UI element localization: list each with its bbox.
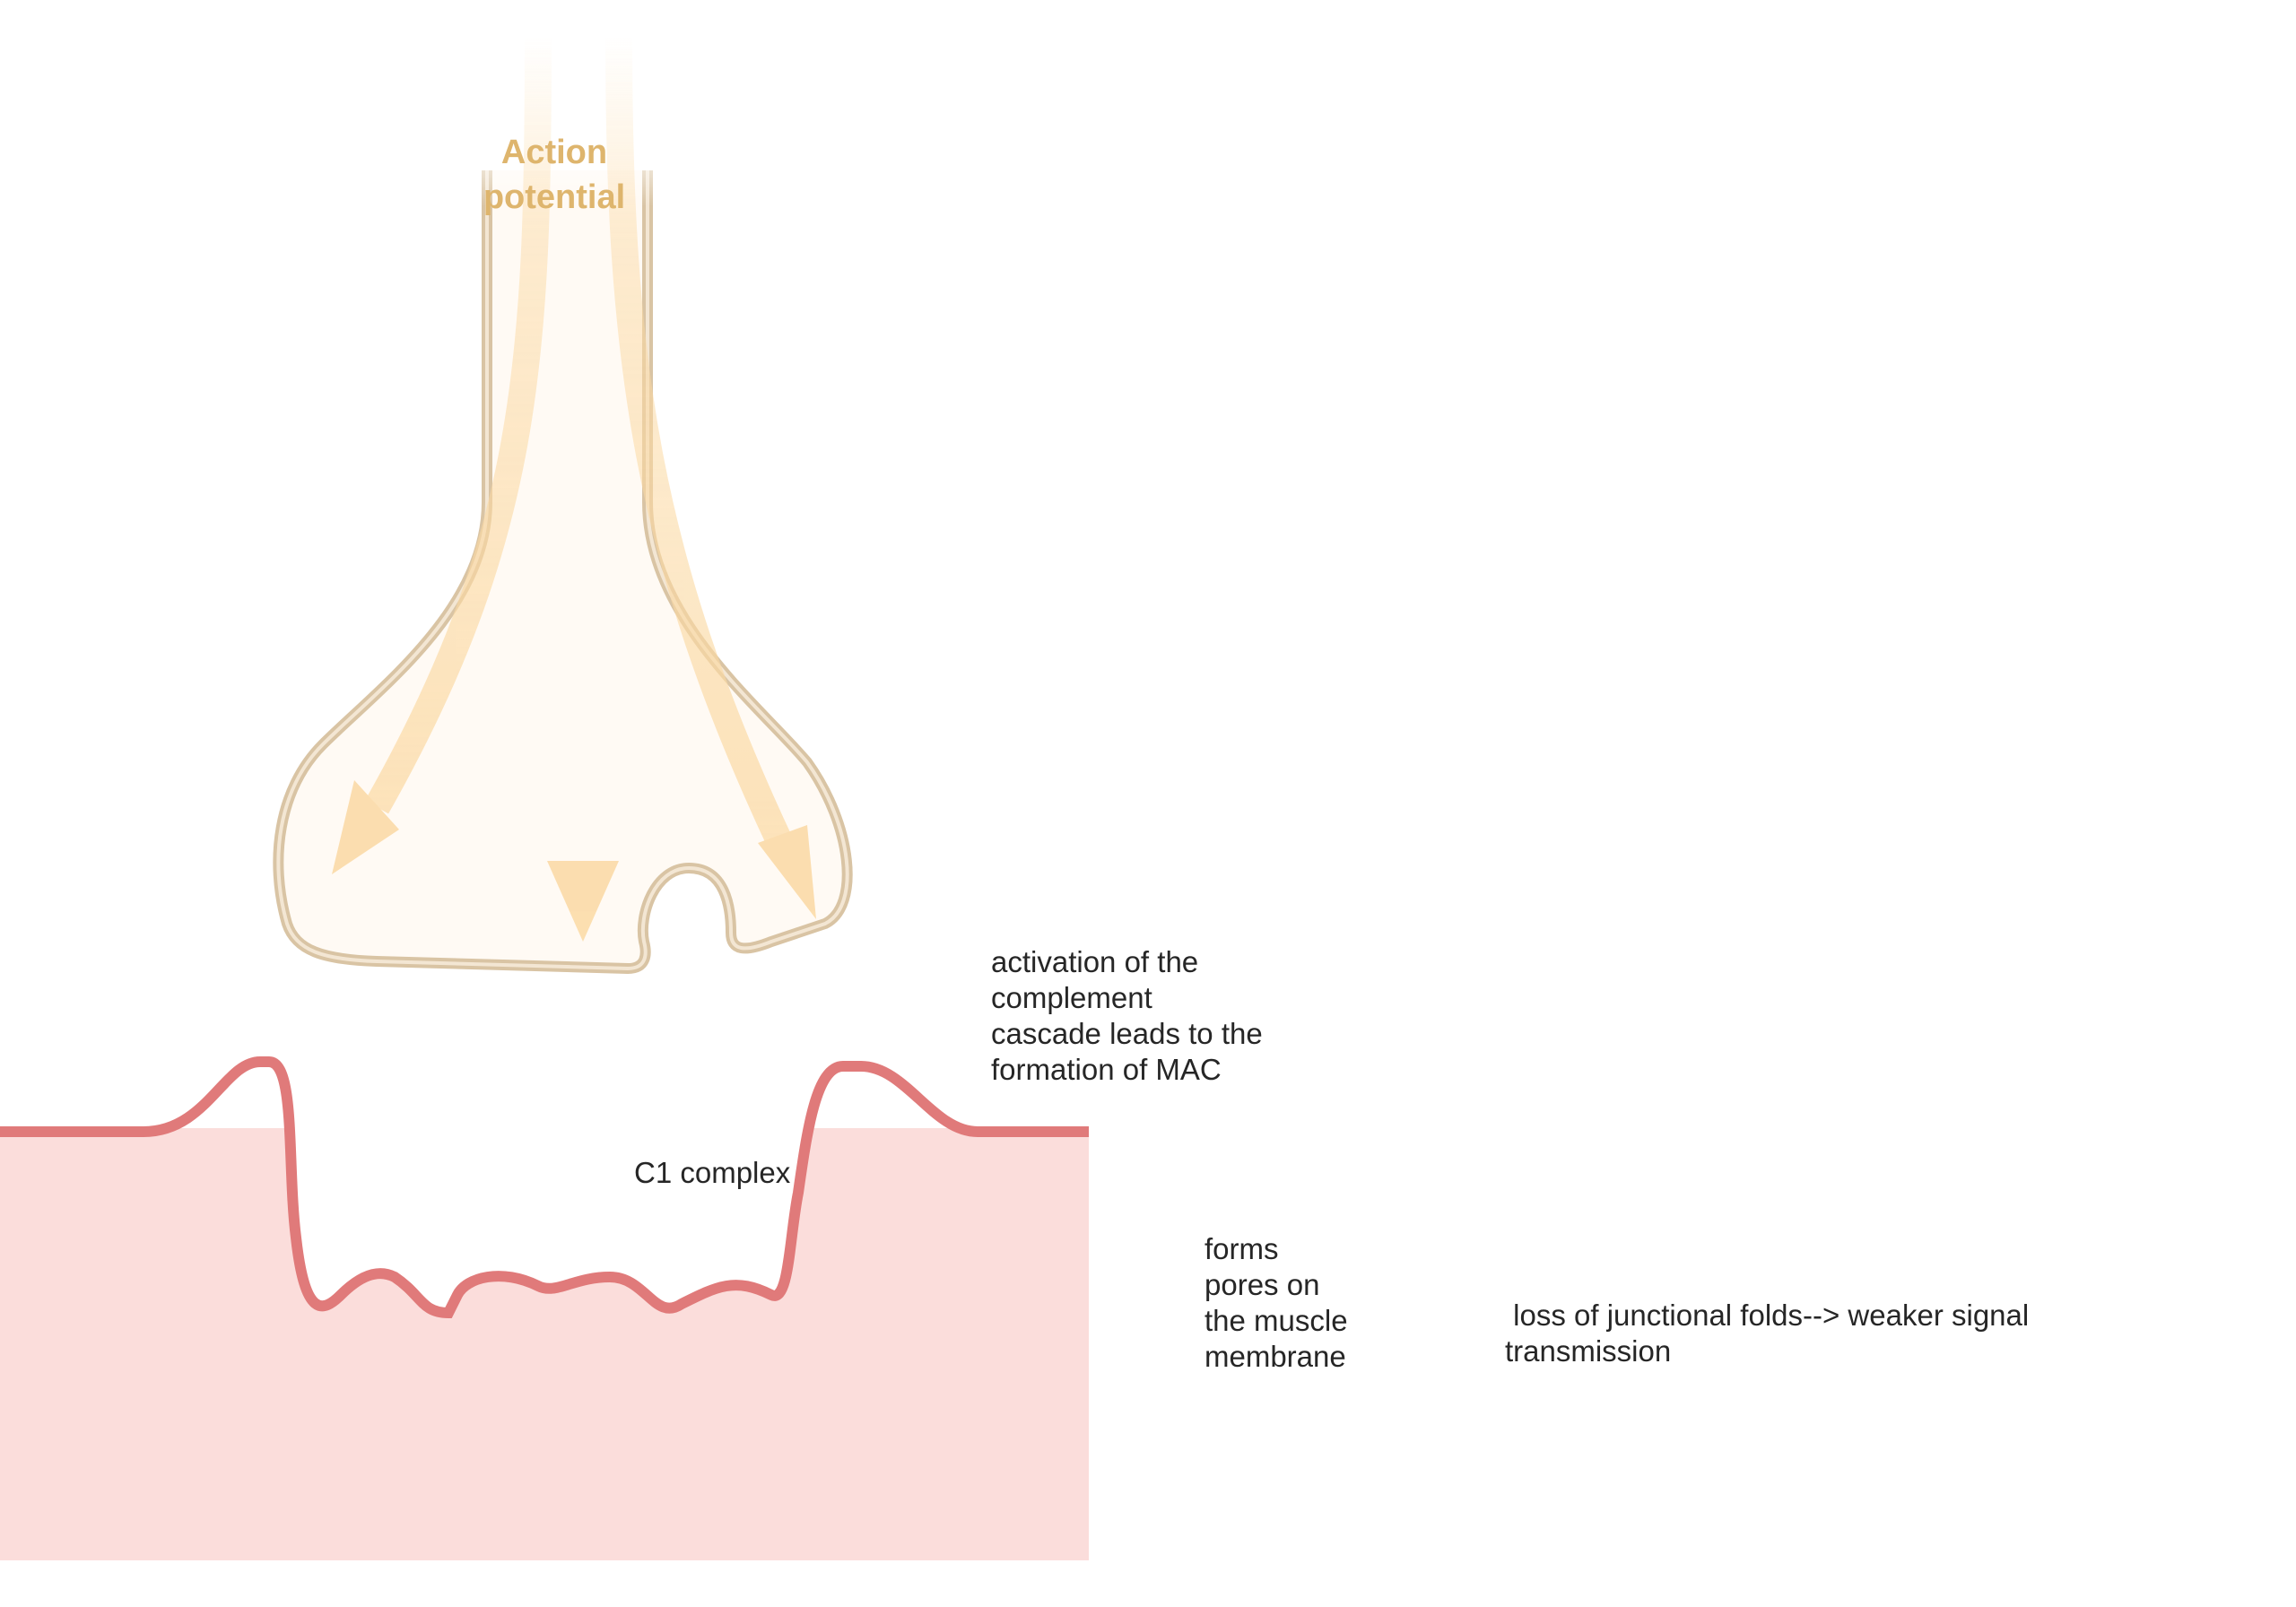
postsynaptic-membrane-left	[0, 1056, 1089, 1319]
loss-of-folds-label: loss of junctional folds--> weaker signa…	[1505, 1299, 2030, 1368]
synaptic-cleft-left	[0, 897, 1089, 1309]
left-panel	[0, 35, 1089, 1560]
c1-complex-label: C1 complex	[634, 1156, 791, 1189]
action-potential-label: Action potential	[483, 134, 626, 216]
complement-activation-label: activation of the complement cascade lea…	[991, 945, 1263, 1086]
action-potential-arrows-left	[332, 35, 816, 942]
forms-pores-label: forms pores on the muscle membrane	[1205, 1232, 1348, 1373]
